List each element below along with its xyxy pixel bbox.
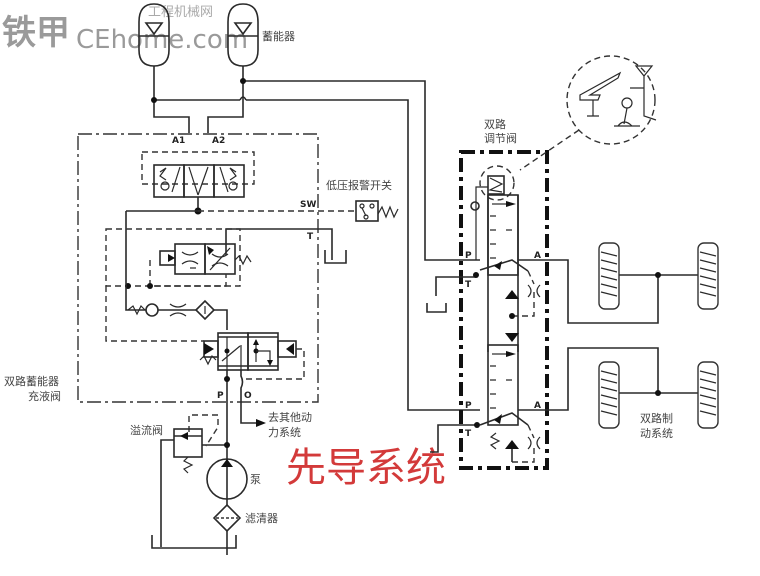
accumulator-lines (151, 66, 480, 411)
watermark-site: CEhome.com (76, 25, 248, 55)
tank-symbol-bottom (151, 535, 237, 549)
dual-control-valve-label-line1: 双路 (484, 118, 506, 131)
lower-port-t: T (465, 429, 472, 439)
lower-control-valve (479, 344, 541, 463)
port-a1: A1 (172, 136, 185, 146)
tyre-rear-left (598, 361, 620, 429)
filter-symbol (212, 503, 242, 533)
relief-valve (160, 414, 230, 547)
brake-pedal-icon (579, 71, 622, 117)
low-pressure-switch (355, 200, 399, 222)
charging-valve-label-line2: 充液阀 (28, 389, 61, 403)
tyre-rear-right (697, 361, 719, 429)
pump-symbol (206, 458, 248, 500)
lower-port-p: P (465, 401, 472, 411)
pedal-callout (479, 55, 657, 201)
port-sw: SW (300, 200, 316, 210)
port-p: P (217, 391, 224, 401)
low-pressure-switch-label: 低压报警开关 (326, 178, 392, 192)
relief-valve-label: 溢流阀 (130, 423, 163, 437)
accumulator-label: 蓄能器 (262, 29, 295, 43)
upper-port-a: A (534, 251, 541, 261)
dual-control-valve-enclosure (459, 150, 549, 470)
dual-brake-system-label-line2: 动系统 (640, 427, 673, 440)
pump-label: 泵 (250, 473, 261, 486)
tank-symbol-mid (426, 303, 447, 313)
upper-port-p: P (465, 251, 472, 261)
to-other-systems-line1: 去其他动 (268, 411, 312, 424)
to-other-systems-line2: 力系统 (268, 426, 301, 439)
port-t: T (307, 232, 314, 242)
charging-valve-enclosure (77, 133, 319, 403)
charging-valve-label-line1: 双路蓄能器 (4, 374, 59, 388)
dual-brake-system-label-line1: 双路制 (640, 412, 673, 425)
pedal-lever-icon (630, 65, 657, 121)
upper-control-valve (470, 175, 541, 352)
compensator-valve (105, 228, 252, 289)
pilot-system-title: 先导系统 (286, 445, 446, 491)
joystick-icon (614, 97, 640, 127)
watermark-brand: 铁甲 (2, 13, 70, 53)
watermark-subtitle: 工程机械网 (148, 5, 213, 20)
dual-control-valve-label-line2: 调节阀 (484, 131, 517, 145)
check-orifice-filter (127, 299, 228, 330)
port-o: O (244, 391, 252, 401)
tyre-front-left (598, 242, 620, 310)
tank-symbol (324, 250, 347, 264)
brake-lines (518, 259, 700, 411)
accumulator-right (227, 3, 259, 67)
filter-label: 滤清器 (245, 512, 278, 525)
priority-valve (141, 151, 255, 215)
tyre-front-right (697, 242, 719, 310)
accumulator-left (138, 3, 170, 67)
port-a2: A2 (212, 136, 225, 146)
lower-port-a: A (534, 401, 541, 411)
upper-port-t: T (465, 280, 472, 290)
watermark: 铁甲 CEhome.com 工程机械网 (2, 5, 248, 55)
charging-main-valve (105, 286, 305, 380)
